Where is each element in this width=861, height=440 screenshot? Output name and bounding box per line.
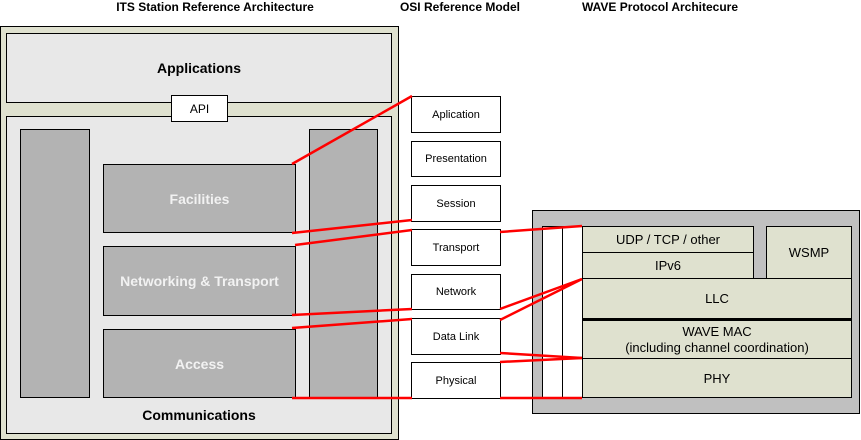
wave-wsmp-label: WSMP — [788, 245, 830, 260]
wave-mac-sublabel: (including channel coordination) — [625, 339, 809, 355]
facilities-layer: Facilities — [103, 164, 296, 233]
applications-layer: Applications — [6, 33, 392, 103]
osi-layer-label: Physical — [435, 374, 477, 387]
osi-layer-presentation: Presentation — [411, 141, 501, 177]
osi-layer-physical: Physical — [411, 362, 501, 399]
wave-phy-layer: PHY — [582, 358, 852, 398]
wave-wsmp-layer: WSMP — [766, 226, 852, 279]
security-bar — [309, 129, 378, 398]
osi-layer-label: Network — [435, 286, 477, 298]
wave-phy-label: PHY — [703, 370, 731, 386]
osi-layer-application: Aplication — [411, 96, 501, 133]
its-header: ITS Station Reference Architecture — [116, 0, 314, 14]
osi-layer-session: Session — [411, 185, 501, 222]
applications-label: Applications — [156, 60, 241, 76]
wave-mac-layer: WAVE MAC (including channel coordination… — [582, 319, 852, 359]
osi-layer-label: Data Link — [432, 330, 480, 343]
osi-layer-data-link: Data Link — [411, 318, 501, 355]
osi-layer-network: Network — [411, 274, 501, 310]
wave-ipv6-label: IPv6 — [654, 258, 681, 273]
access-layer: Access — [103, 329, 296, 398]
osi-header: OSI Reference Model — [399, 0, 521, 14]
wave-mac-label: WAVE MAC — [682, 323, 752, 339]
wave-management-column-1 — [542, 226, 563, 398]
wave-llc-layer: LLC — [582, 278, 852, 319]
wave-ipv6-layer: IPv6 — [582, 252, 754, 279]
communications-label: Communications — [142, 407, 256, 423]
wave-udp-tcp-layer: UDP / TCP / other — [582, 226, 754, 253]
osi-layer-transport: Transport — [411, 229, 501, 266]
facilities-label: Facilities — [169, 190, 230, 207]
wave-llc-label: LLC — [705, 291, 729, 306]
networking-transport-label: Networking & Transport — [120, 273, 279, 289]
wave-header: WAVE Protocol Architecure — [581, 0, 739, 14]
api-box: API — [171, 95, 228, 122]
osi-layer-label: Presentation — [425, 153, 487, 165]
wave-management-column-2 — [562, 226, 583, 398]
osi-layer-label: Transport — [432, 241, 480, 254]
access-label: Access — [174, 355, 225, 372]
networking-transport-layer: Networking & Transport — [103, 246, 296, 316]
api-label: API — [189, 101, 210, 116]
wave-udp-label: UDP / TCP / other — [615, 232, 721, 247]
osi-layer-label: Aplication — [432, 108, 480, 121]
management-bar — [20, 129, 90, 398]
osi-layer-label: Session — [436, 197, 476, 210]
